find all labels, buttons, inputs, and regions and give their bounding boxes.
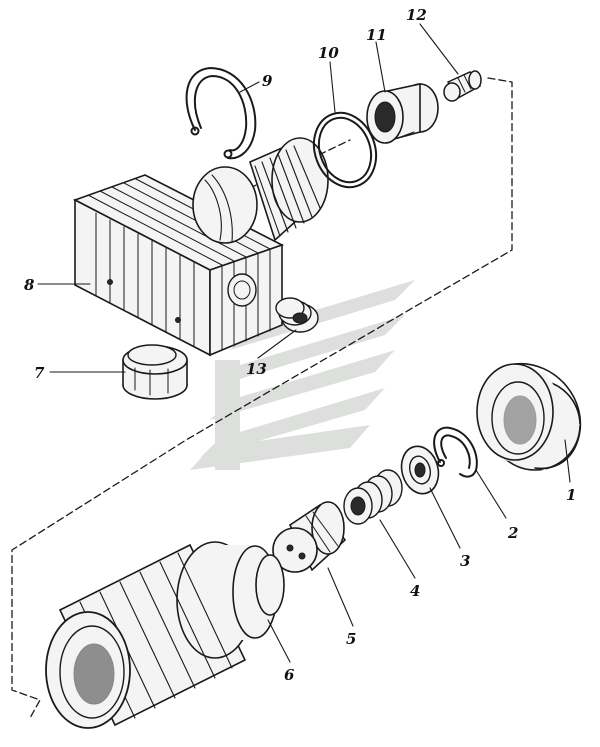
part-2-snap-ring [433,426,478,478]
label-part-9: 9 [262,72,273,90]
label-part-11: 11 [366,26,387,44]
watermark-logo [190,280,415,470]
label-part-7: 7 [34,364,45,382]
part-1-cup-nut [476,363,582,471]
part-3-washer [400,445,440,495]
label-part-3: 3 [460,552,470,570]
part-13-spring [275,297,319,333]
label-part-10: 10 [318,44,339,62]
label-part-6: 6 [284,666,295,684]
part-9-snap-ring [185,67,257,160]
label-part-12: 12 [406,6,427,24]
part-11-bearing [366,83,439,144]
part-7-cap [122,344,188,400]
splined-shaft [192,137,329,244]
part-4-spring [343,469,403,525]
label-part-8: 8 [24,276,35,294]
part-labels: 1 2 3 4 5 6 7 8 9 10 11 12 13 [24,6,576,684]
label-part-5: 5 [346,630,356,648]
part-10-o-ring [312,111,378,189]
label-part-1: 1 [566,486,576,504]
label-part-4: 4 [410,582,420,600]
part-8-housing [73,174,285,357]
part-12-plug [443,70,482,102]
leader-lines [37,23,571,663]
part-6-body [45,541,285,729]
label-part-2: 2 [507,524,518,542]
label-part-13: 13 [246,360,267,378]
part-5-plunger [272,501,347,573]
